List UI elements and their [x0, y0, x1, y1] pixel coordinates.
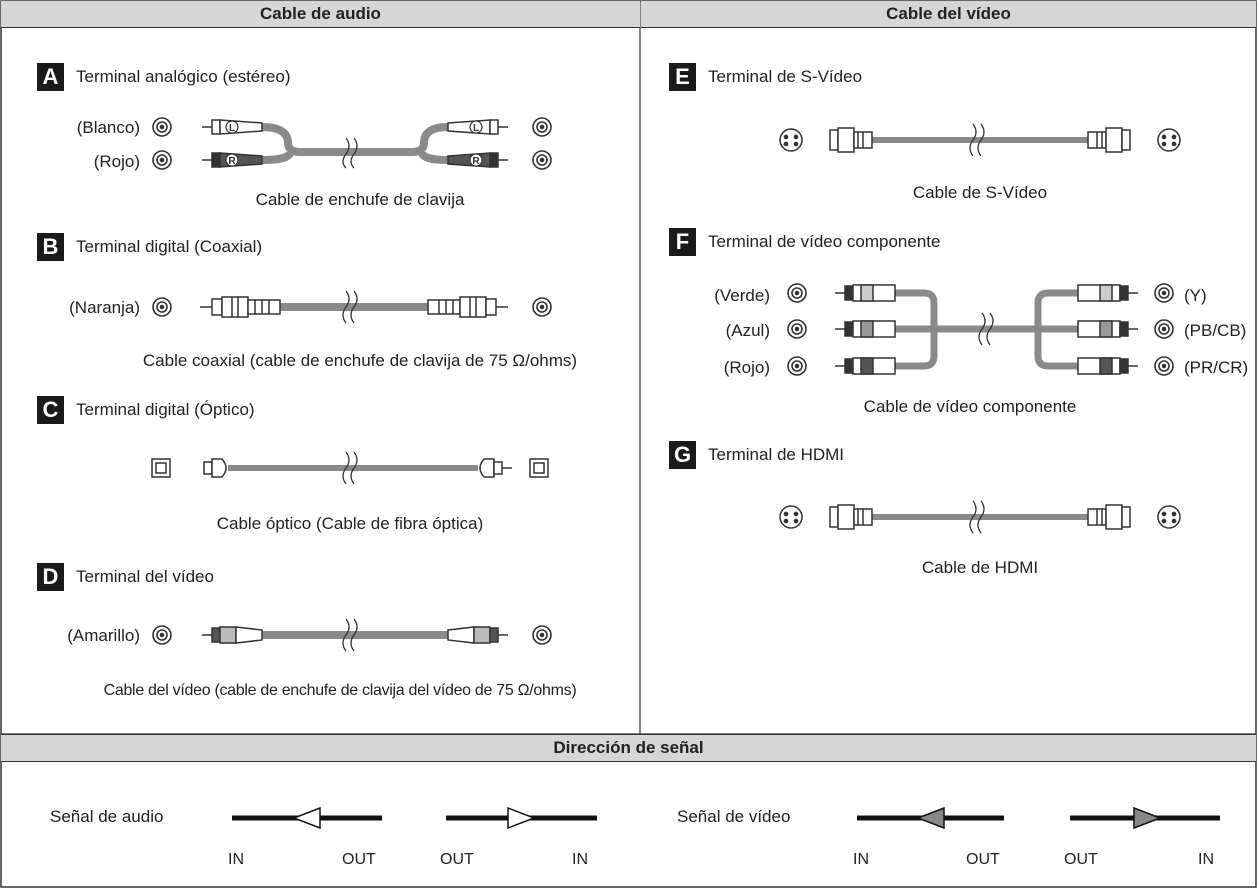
- section-b-title: Terminal digital (Coaxial): [76, 237, 263, 256]
- section-b-caption: Cable coaxial (cable de enchufe de clavi…: [142, 351, 578, 370]
- video-out-left: OUT: [966, 851, 1000, 868]
- audio-in-right: IN: [572, 851, 588, 868]
- analog-stereo-cable-diagram: L R L R: [152, 117, 552, 170]
- section-d-badge: D: [37, 563, 64, 591]
- audio-in-left: IN: [228, 851, 244, 868]
- audio-out-right: OUT: [440, 851, 474, 868]
- label-amarillo: (Amarillo): [67, 626, 140, 645]
- section-e-caption: Cable de S-Vídeo: [912, 183, 1048, 202]
- section-f-title: Terminal de vídeo componente: [708, 232, 941, 251]
- plug-l-left: L: [229, 123, 235, 134]
- label-blanco: (Blanco): [76, 118, 140, 137]
- section-g-badge: G: [669, 441, 696, 469]
- label-y: (Y): [1184, 286, 1207, 305]
- label-verde: (Verde): [714, 286, 770, 305]
- section-d-caption: Cable del vídeo (cable de enchufe de cla…: [103, 682, 577, 699]
- section-f-badge: F: [669, 228, 696, 256]
- optical-cable-diagram: [151, 451, 549, 485]
- section-e-badge: E: [669, 63, 696, 91]
- section-f-caption: Cable de vídeo componente: [863, 397, 1077, 416]
- video-in-right: IN: [1198, 851, 1214, 868]
- label-naranja: (Naranja): [69, 298, 140, 317]
- section-b-badge: B: [37, 233, 64, 261]
- label-pb-cb: (PB/CB): [1184, 321, 1247, 340]
- section-g-caption: Cable de HDMI: [921, 558, 1039, 577]
- section-a-badge: A: [37, 63, 64, 91]
- section-d-title: Terminal del vídeo: [76, 567, 214, 586]
- hdmi-cable-diagram: [779, 500, 1181, 534]
- coaxial-cable-diagram: [152, 290, 552, 324]
- audio-out-left: OUT: [342, 851, 376, 868]
- video-signal-label: Señal de vídeo: [677, 807, 791, 826]
- section-g-title: Terminal de HDMI: [708, 445, 845, 464]
- section-a-title: Terminal analógico (estéreo): [76, 67, 291, 86]
- component-video-cable-diagram: [787, 283, 1174, 376]
- video-in-left: IN: [853, 851, 869, 868]
- section-c-caption: Cable óptico (Cable de fibra óptica): [216, 514, 484, 533]
- s-video-cable-diagram: [779, 123, 1181, 157]
- section-c-title: Terminal digital (Óptico): [76, 400, 255, 419]
- video-rca-cable-diagram: [152, 618, 552, 652]
- plug-r-right: R: [472, 156, 480, 167]
- label-rojo-component: (Rojo): [723, 358, 770, 377]
- audio-cable-header: Cable de audio: [1, 1, 640, 28]
- section-e-title: Terminal de S-Vídeo: [708, 67, 863, 86]
- label-pr-cr: (PR/CR): [1184, 358, 1249, 377]
- section-c-badge: C: [37, 396, 64, 424]
- plug-l-right: L: [473, 123, 479, 134]
- section-a-caption: Cable de enchufe de clavija: [255, 190, 465, 209]
- signal-direction-header: Dirección de señal: [1, 734, 1256, 762]
- label-azul: (Azul): [725, 321, 770, 340]
- audio-signal-label: Señal de audio: [50, 807, 164, 826]
- video-out-right: OUT: [1064, 851, 1098, 868]
- plug-r-left: R: [228, 156, 236, 167]
- video-cable-header: Cable del vídeo: [641, 1, 1256, 28]
- label-rojo: (Rojo): [93, 152, 140, 171]
